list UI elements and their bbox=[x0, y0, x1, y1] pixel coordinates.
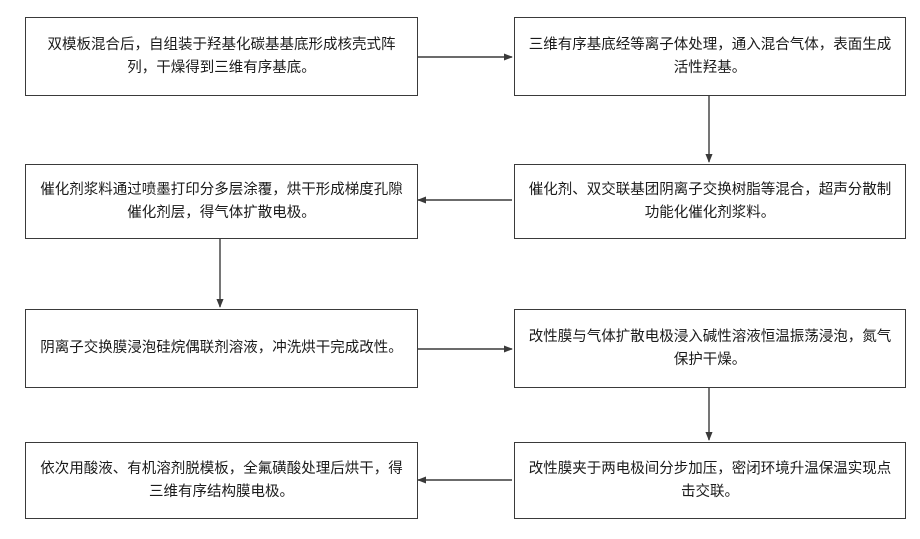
step-text-3: 催化剂、双交联基团阴离子交换树脂等混合，超声分散制功能化催化剂浆料。 bbox=[527, 179, 893, 225]
step-text-5: 阴离子交换膜浸泡硅烷偶联剂溶液，冲洗烘干完成改性。 bbox=[40, 337, 403, 360]
step-box-8: 依次用酸液、有机溶剂脱模板，全氟磺酸处理后烘干，得三维有序结构膜电极。 bbox=[25, 442, 418, 519]
step-text-8: 依次用酸液、有机溶剂脱模板，全氟磺酸处理后烘干，得三维有序结构膜电极。 bbox=[38, 458, 405, 504]
step-text-2: 三维有序基底经等离子体处理，通入混合气体，表面生成活性羟基。 bbox=[527, 34, 893, 80]
step-text-6: 改性膜与气体扩散电极浸入碱性溶液恒温振荡浸泡，氮气保护干燥。 bbox=[527, 326, 893, 372]
step-text-1: 双模板混合后，自组装于羟基化碳基基底形成核壳式阵列，干燥得到三维有序基底。 bbox=[38, 34, 405, 80]
step-box-1: 双模板混合后，自组装于羟基化碳基基底形成核壳式阵列，干燥得到三维有序基底。 bbox=[25, 17, 418, 96]
step-box-5: 阴离子交换膜浸泡硅烷偶联剂溶液，冲洗烘干完成改性。 bbox=[25, 309, 418, 388]
step-box-2: 三维有序基底经等离子体处理，通入混合气体，表面生成活性羟基。 bbox=[514, 17, 906, 96]
step-box-7: 改性膜夹于两电极间分步加压，密闭环境升温保温实现点击交联。 bbox=[514, 442, 906, 519]
step-box-6: 改性膜与气体扩散电极浸入碱性溶液恒温振荡浸泡，氮气保护干燥。 bbox=[514, 309, 906, 388]
step-box-4: 催化剂浆料通过喷墨打印分多层涂覆，烘干形成梯度孔隙催化剂层，得气体扩散电极。 bbox=[25, 164, 418, 239]
step-box-3: 催化剂、双交联基团阴离子交换树脂等混合，超声分散制功能化催化剂浆料。 bbox=[514, 164, 906, 239]
step-text-7: 改性膜夹于两电极间分步加压，密闭环境升温保温实现点击交联。 bbox=[527, 458, 893, 504]
step-text-4: 催化剂浆料通过喷墨打印分多层涂覆，烘干形成梯度孔隙催化剂层，得气体扩散电极。 bbox=[38, 179, 405, 225]
